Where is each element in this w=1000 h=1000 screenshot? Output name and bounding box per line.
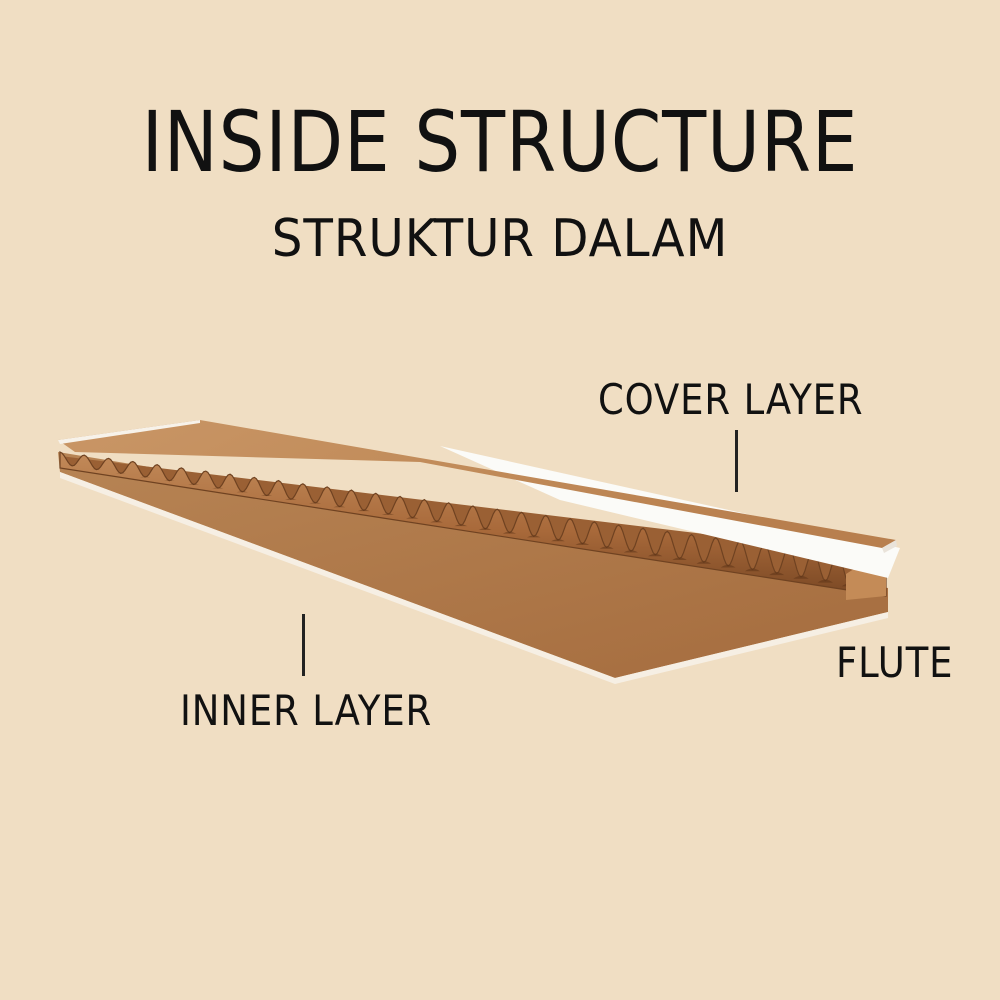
cover-layer-leader-line [735, 430, 738, 492]
flute-valley [502, 531, 517, 534]
flute-valley [744, 568, 760, 572]
page-subtitle: STRUKTUR DALAM [271, 209, 729, 269]
flute-valley [769, 572, 785, 576]
flute-valley [551, 539, 565, 542]
flute-valley [236, 491, 248, 493]
flute-valley [478, 528, 492, 530]
flute-valley [527, 535, 541, 538]
flute-valley [599, 546, 614, 549]
cover-layer-sheet [58, 420, 896, 548]
flute-valley [672, 557, 687, 560]
flute-valley [793, 575, 809, 579]
flute-valley [309, 502, 321, 504]
inner-layer-board [58, 452, 888, 678]
inner-layer-leader-line [302, 614, 305, 676]
flute-label: FLUTE [836, 638, 954, 687]
flute-valley [357, 509, 370, 512]
flute-valley [454, 524, 468, 527]
flute-valley [406, 517, 419, 519]
flute-valley [333, 506, 346, 508]
flute-valley [575, 542, 590, 545]
flute-valley [212, 487, 224, 489]
flute-valley [648, 553, 663, 557]
flute-valley [285, 498, 297, 500]
flute-valley [720, 564, 736, 568]
flute-valley [696, 561, 712, 564]
flute-valley [163, 480, 175, 481]
flute-valley [623, 550, 638, 553]
cover-layer-edge [58, 420, 200, 444]
flute-valley [817, 579, 833, 583]
cover-layer-front-edge [882, 540, 897, 553]
flute-valley [188, 484, 200, 485]
cover-layer-label: COVER LAYER [598, 375, 864, 424]
page-title: INSIDE STRUCTURE [141, 93, 859, 191]
inner-layer-label: INNER LAYER [180, 686, 433, 735]
flute-valley [260, 495, 273, 496]
cover-layer-underside [440, 446, 900, 578]
flute-valley [430, 520, 443, 523]
flute-valley [381, 513, 395, 515]
